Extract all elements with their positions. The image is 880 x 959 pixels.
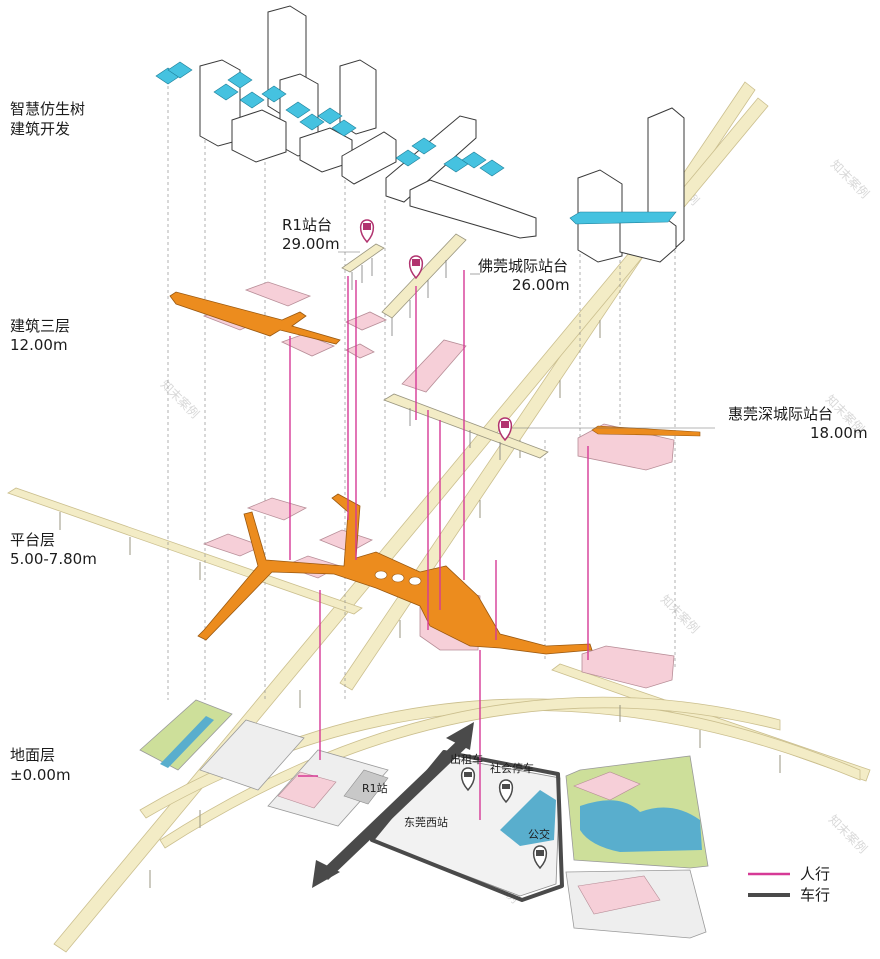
bionic-tree-canopy-icon	[239, 91, 265, 109]
bionic-tree-canopy-icon	[285, 101, 311, 119]
level-label: 地面层	[10, 746, 55, 764]
foguan-train-pin-icon	[408, 255, 424, 280]
r1-train-pin-icon	[359, 219, 375, 244]
watermark: 知末案例	[158, 377, 203, 422]
level3-block	[345, 343, 375, 359]
bionic-tree-canopy-icon	[167, 61, 193, 79]
level3-block	[280, 333, 336, 357]
station-elevation: 18.00m	[810, 424, 868, 442]
station-name: R1站台	[282, 216, 332, 234]
tree-building-level	[199, 5, 685, 263]
ground-labels: R1站 东莞西站 出租车 社会停车 公交	[362, 752, 550, 841]
vehicle-axis-arrow	[312, 722, 474, 888]
watermark: 知末案例	[826, 812, 871, 857]
level-elevation: ±0.00m	[10, 766, 71, 784]
legend-pedestrian-label: 人行	[800, 865, 830, 883]
ground-pink	[277, 771, 337, 809]
level3-block	[244, 281, 312, 307]
bionic-tree-canopy-icon	[331, 119, 357, 137]
legend-vehicle-label: 车行	[800, 886, 830, 904]
skylight	[391, 573, 405, 583]
station-elevation: 26.00m	[512, 276, 570, 294]
station-elevation: 29.00m	[282, 235, 340, 253]
level-elevation: 12.00m	[10, 336, 68, 354]
bionic-tree-canopy-icon	[461, 151, 487, 169]
rail-viaduct-arc-2	[159, 696, 781, 849]
station-site-label: 东莞西站	[404, 815, 448, 829]
bionic-tree-canopy-icon	[395, 149, 421, 167]
level3-walkway	[169, 291, 341, 345]
r1-platform	[341, 243, 385, 273]
parking-pin-icon	[498, 779, 514, 804]
level-label: 智慧仿生树	[10, 100, 85, 118]
bionic-tree-canopy-icon	[299, 113, 325, 131]
water-pond-station	[500, 790, 556, 846]
bionic-tree-canopy-icon	[213, 83, 239, 101]
level3-block	[345, 311, 387, 331]
level-label: 建筑开发	[10, 120, 70, 138]
leader-lines	[338, 251, 715, 429]
bionic-tree-canopy-icon	[261, 85, 287, 103]
watermark: 知末案例	[828, 157, 873, 202]
concourse-box	[401, 339, 467, 393]
low-block	[341, 131, 397, 185]
legend: 人行 车行	[748, 865, 830, 904]
rail-viaduct-platform-cross	[7, 487, 363, 615]
station-name: 惠莞深城际站台	[728, 405, 833, 423]
station-pins	[359, 219, 548, 870]
arrow-head-sw	[312, 860, 340, 888]
taxi-label: 出租车	[450, 752, 483, 766]
bionic-tree-canopy-icon	[411, 137, 437, 155]
skylight	[408, 576, 422, 586]
water-channel	[160, 716, 214, 768]
platform-walkway	[197, 493, 593, 655]
arrow-shaft	[320, 738, 468, 880]
parcel-mid-1	[199, 719, 305, 791]
bus-pin-icon	[532, 845, 548, 870]
r1-station-block	[343, 769, 389, 805]
level-label: 建筑三层	[10, 317, 70, 335]
watermark: 知末案例	[658, 592, 703, 637]
platform-block	[246, 497, 308, 521]
pink-block-east-south	[577, 875, 661, 915]
level-3	[169, 281, 387, 359]
level-elevation: 5.00-7.80m	[10, 550, 97, 568]
bionic-trees	[155, 61, 677, 225]
foguan-platform	[381, 233, 467, 319]
huiguan-platform	[383, 393, 549, 459]
pedestrian-links	[289, 270, 589, 820]
huiguan-block	[577, 423, 675, 471]
upper-platforms	[341, 233, 549, 459]
rail-viaduct-arc	[139, 698, 861, 819]
arrow-head-ne	[446, 722, 474, 750]
podium	[231, 109, 287, 163]
level-labels: 智慧仿生树 建筑开发 建筑三层 12.00m 平台层 5.00-7.80m 地面…	[10, 100, 97, 784]
platform-level	[197, 493, 675, 689]
bus-label: 公交	[528, 827, 550, 841]
bionic-tree-canopy-icon	[569, 211, 677, 225]
long-building	[385, 115, 477, 203]
huiguan-walkway	[591, 425, 701, 437]
station-labels: R1站台 29.00m 佛莞城际站台 26.00m 惠莞深城际站台 18.00m	[282, 216, 868, 442]
huiguan-train-pin-icon	[497, 417, 513, 442]
bionic-tree-canopy-icon	[479, 159, 505, 177]
platform-piers	[351, 258, 501, 460]
bionic-tree-canopy-icon	[317, 107, 343, 125]
pink-block-east	[573, 771, 641, 801]
huiguan-building	[577, 423, 701, 471]
projection-lines	[167, 80, 676, 700]
taxi-pin-icon	[460, 767, 476, 792]
water-pond-east	[580, 800, 702, 852]
parking-label: 社会停车	[490, 761, 534, 775]
long-building-wing	[409, 179, 537, 239]
platform-block	[581, 645, 675, 689]
level-label: 平台层	[10, 531, 55, 549]
r1-station-label: R1站	[362, 781, 388, 795]
skylight	[374, 570, 388, 580]
bionic-tree-canopy-icon	[227, 71, 253, 89]
station-name: 佛莞城际站台	[478, 257, 568, 275]
